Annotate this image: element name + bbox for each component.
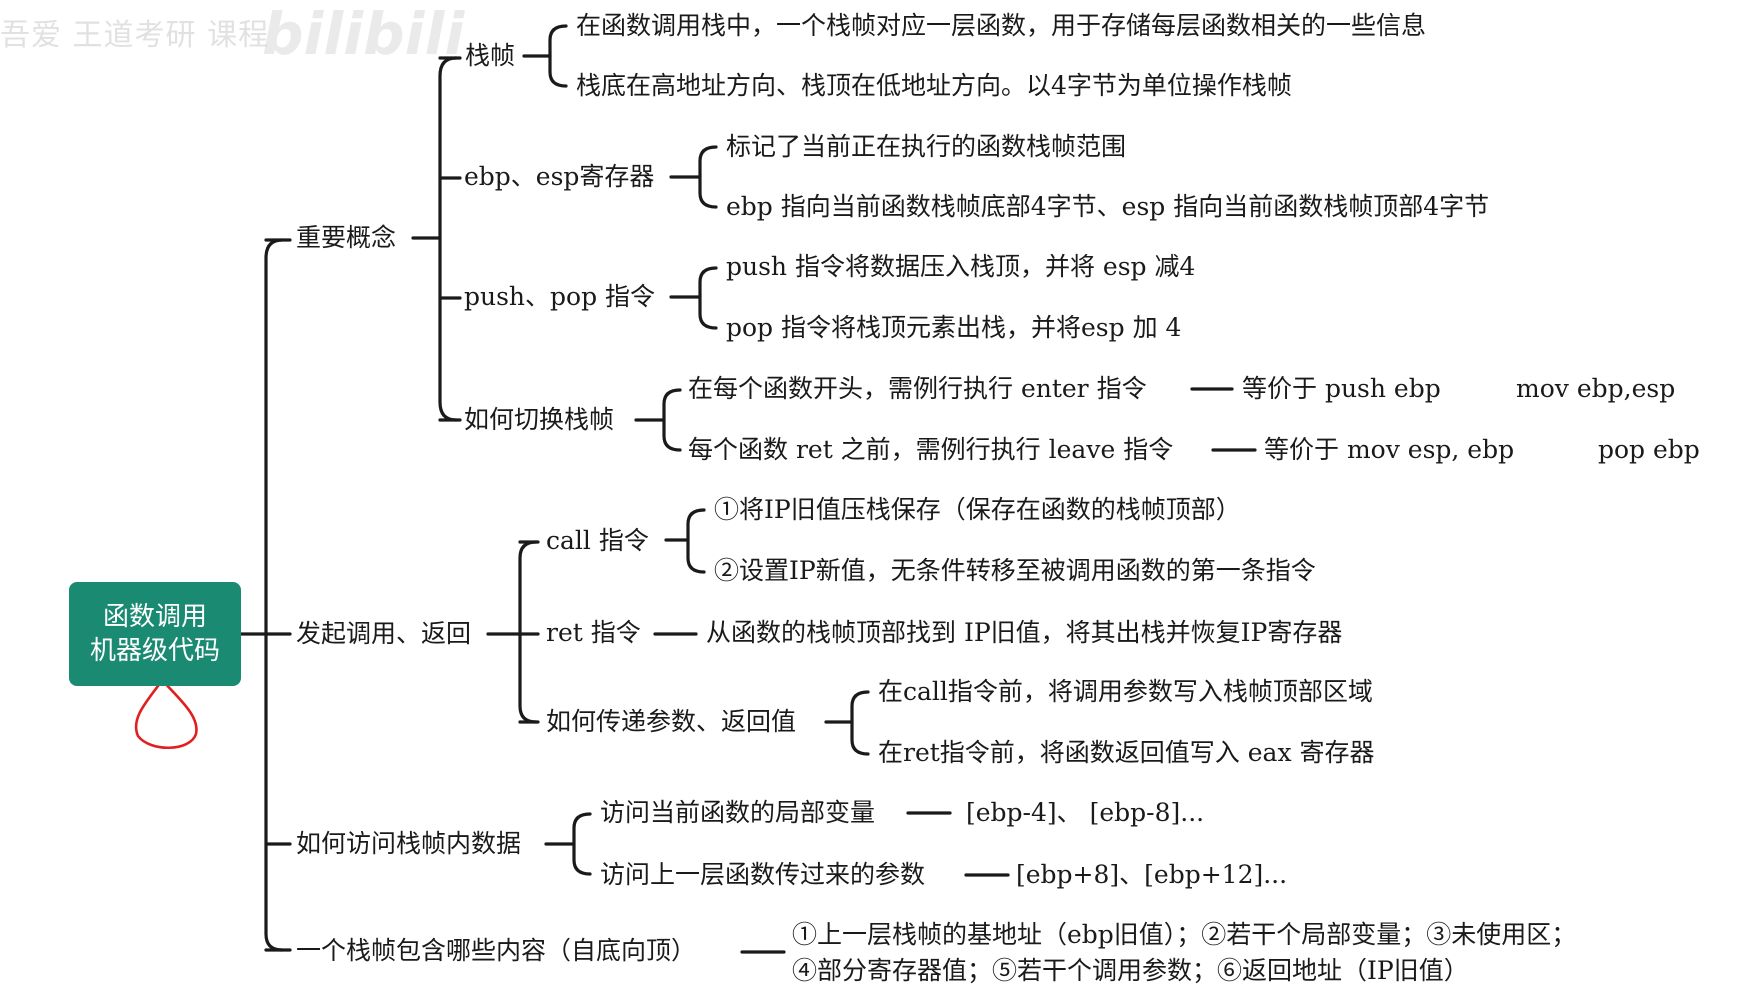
registers-item-2: ebp 指向当前函数栈帧底部4字节、esp 指向当前函数栈帧顶部4字节 bbox=[726, 192, 1490, 221]
args-text: 访问上一层函数传过来的参数 bbox=[600, 860, 926, 889]
branch2-trunk bbox=[518, 540, 538, 724]
call-label: call 指令 bbox=[546, 526, 649, 555]
registers-bracket bbox=[698, 145, 718, 209]
branch4-line2: ④部分寄存器值；⑤若干个调用参数；⑥返回地址（IP旧值） bbox=[792, 956, 1469, 985]
bilibili-logo: bilibili bbox=[262, 0, 465, 68]
root-line2: 机器级代码 bbox=[89, 636, 220, 666]
branch4-line1: ①上一层栈帧的基地址（ebp旧值）；②若干个局部变量；③未使用区； bbox=[792, 920, 1577, 949]
stack-frame-label: 栈帧 bbox=[465, 41, 516, 70]
registers-item-1: 标记了当前正在执行的函数栈帧范围 bbox=[726, 132, 1127, 161]
branch3-bracket bbox=[572, 812, 592, 876]
call-item-1: ①将IP旧值压栈保存（保存在函数的栈帧顶部） bbox=[714, 495, 1241, 524]
red-annotation bbox=[134, 676, 198, 749]
branch4-label: 一个栈帧包含哪些内容（自底向顶） bbox=[296, 936, 697, 965]
enter-extra: mov ebp,esp bbox=[1516, 374, 1676, 403]
stack-frame-item-2: 栈底在高地址方向、栈顶在低地址方向。以4字节为单位操作栈帧 bbox=[576, 71, 1292, 100]
local-value: [ebp-4]、 [ebp-8]... bbox=[966, 798, 1205, 827]
branch2-label: 发起调用、返回 bbox=[296, 619, 472, 648]
switch-label: 如何切换栈帧 bbox=[464, 405, 615, 434]
leave-extra: pop ebp bbox=[1598, 435, 1700, 464]
pushpop-item-2: pop 指令将栈顶元素出栈，并将esp 加 4 bbox=[726, 313, 1182, 342]
args-value: [ebp+8]、[ebp+12]... bbox=[1016, 860, 1288, 889]
params-item-1: 在call指令前，将调用参数写入栈帧顶部区域 bbox=[878, 677, 1373, 706]
leave-equiv: 等价于 mov esp, ebp bbox=[1264, 435, 1515, 464]
stackframe-bracket bbox=[548, 24, 568, 88]
local-text: 访问当前函数的局部变量 bbox=[600, 798, 876, 827]
call-item-2: ②设置IP新值，无条件转移至被调用函数的第一条指令 bbox=[714, 556, 1316, 585]
ret-desc: 从函数的栈帧顶部找到 IP旧值，将其出栈并恢复IP寄存器 bbox=[706, 618, 1343, 647]
leave-text: 每个函数 ret 之前，需例行执行 leave 指令 bbox=[688, 435, 1174, 464]
enter-equiv: 等价于 push ebp bbox=[1242, 374, 1441, 403]
enter-text: 在每个函数开头，需例行执行 enter 指令 bbox=[688, 374, 1147, 403]
branch1-label: 重要概念 bbox=[296, 223, 397, 252]
root-node: 函数调用 机器级代码 bbox=[69, 582, 241, 686]
stack-frame-item-1: 在函数调用栈中，一个栈帧对应一层函数，用于存储每层函数相关的一些信息 bbox=[576, 11, 1427, 40]
pushpop-item-1: push 指令将数据压入栈顶，并将 esp 减4 bbox=[726, 252, 1196, 281]
pushpop-label: push、pop 指令 bbox=[464, 282, 656, 311]
pushpop-bracket bbox=[698, 266, 718, 330]
branch3-label: 如何访问栈帧内数据 bbox=[296, 829, 522, 858]
params-label: 如何传递参数、返回值 bbox=[546, 707, 797, 736]
call-bracket bbox=[686, 508, 706, 574]
branch1-trunk bbox=[438, 56, 458, 422]
switch-bracket bbox=[662, 388, 682, 452]
root-line1: 函数调用 bbox=[102, 602, 207, 632]
params-item-2: 在ret指令前，将函数返回值写入 eax 寄存器 bbox=[878, 738, 1375, 767]
registers-label: ebp、esp寄存器 bbox=[464, 162, 655, 191]
params-bracket bbox=[850, 690, 870, 756]
watermark-text: 吾爱 王道考研 课程 bbox=[0, 18, 270, 53]
main-trunk bbox=[264, 238, 284, 952]
ret-label: ret 指令 bbox=[546, 618, 641, 647]
